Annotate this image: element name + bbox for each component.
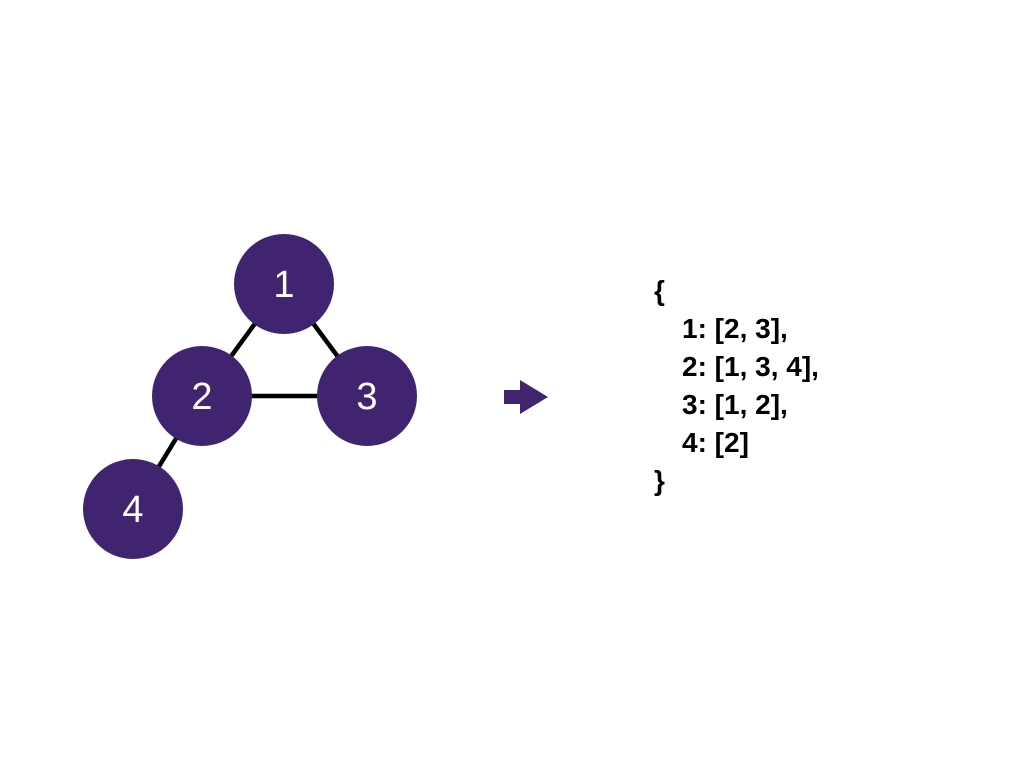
node-circle	[234, 234, 334, 334]
graph-node-2: 2	[152, 346, 252, 446]
graph-node-4: 4	[83, 459, 183, 559]
nodes-layer: 1 2 3 4	[83, 234, 417, 559]
adjacency-entry: 2: [1, 3, 4],	[682, 351, 819, 382]
adjacency-entry: 4: [2]	[682, 427, 749, 458]
close-brace: }	[654, 465, 665, 496]
node-label: 2	[191, 376, 212, 418]
adjacency-list: { 1: [2, 3], 2: [1, 3, 4], 3: [1, 2], 4:…	[652, 272, 819, 500]
node-circle	[317, 346, 417, 446]
edges-layer	[153, 318, 343, 473]
edge-2-4	[153, 432, 182, 473]
edge-1-3	[308, 318, 343, 362]
node-circle	[83, 459, 183, 559]
node-label: 4	[122, 489, 143, 531]
open-brace: {	[654, 275, 665, 306]
node-label: 3	[356, 376, 377, 418]
adjacency-entry: 3: [1, 2],	[682, 389, 788, 420]
node-circle	[152, 346, 252, 446]
edge-1-2	[226, 318, 260, 362]
graph-node-3: 3	[317, 346, 417, 446]
graph-node-1: 1	[234, 234, 334, 334]
adjacency-entry: 1: [2, 3],	[682, 313, 788, 344]
right-arrow-icon	[504, 380, 548, 414]
node-label: 1	[273, 264, 294, 306]
